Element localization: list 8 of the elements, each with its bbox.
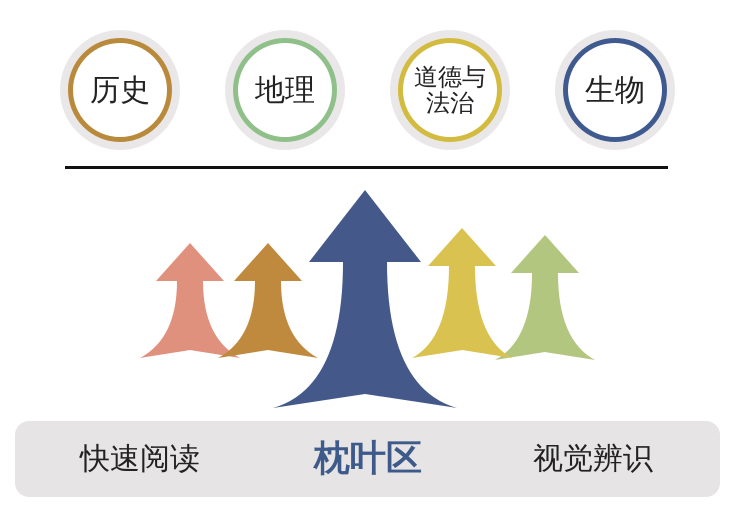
subject-label: 道德与法治	[413, 64, 487, 116]
brain-area-label: 枕叶区	[314, 437, 422, 481]
subject-label: 生物	[585, 74, 645, 106]
subject-label: 地理	[255, 74, 315, 106]
subject-label: 历史	[90, 74, 150, 106]
function-label: 视觉辨识	[533, 440, 653, 478]
bottom-band	[15, 421, 720, 497]
function-label: 快速阅读	[80, 440, 200, 478]
